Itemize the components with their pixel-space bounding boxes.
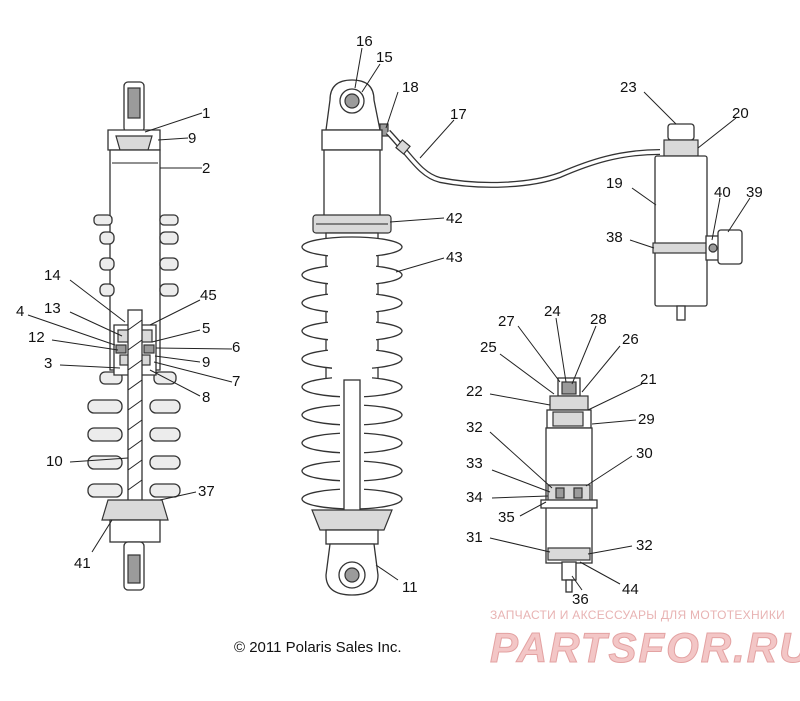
callout-19: 19	[606, 175, 623, 192]
cutaway-shock	[87, 81, 181, 591]
callout-32b: 32	[636, 537, 653, 554]
callout-23: 23	[620, 79, 637, 96]
watermark-tagline: ЗАПЧАСТИ И АКСЕССУАРЫ ДЛЯ МОТОТЕХНИКИ	[490, 608, 785, 622]
callout-38: 38	[606, 229, 623, 246]
callout-33: 33	[466, 455, 483, 472]
callout-2: 2	[202, 160, 210, 177]
callout-26: 26	[622, 331, 639, 348]
callout-labels: 1 9 2 14 45 13 4 5 12 6 9 3 7 8 10 37 41…	[16, 33, 763, 608]
watermark: ЗАПЧАСТИ И АКСЕССУАРЫ ДЛЯ МОТОТЕХНИКИ PA…	[490, 608, 800, 672]
callout-44: 44	[622, 581, 639, 598]
callout-6: 6	[232, 339, 240, 356]
callout-27: 27	[498, 313, 515, 330]
callout-37: 37	[198, 483, 215, 500]
callout-35: 35	[498, 509, 515, 526]
callout-29: 29	[638, 411, 655, 428]
callout-40: 40	[714, 184, 731, 201]
leader-lines	[27, 47, 751, 591]
callout-21: 21	[640, 371, 657, 388]
callout-20: 20	[732, 105, 749, 122]
callout-17: 17	[450, 106, 467, 123]
assembled-shock	[301, 79, 403, 596]
callout-36: 36	[572, 591, 589, 608]
callout-16: 16	[356, 33, 373, 50]
callout-28: 28	[590, 311, 607, 328]
callout-34: 34	[466, 489, 483, 506]
callout-9: 9	[188, 130, 196, 147]
callout-11: 11	[402, 579, 418, 596]
callout-42: 42	[446, 210, 463, 227]
callout-1: 1	[202, 105, 210, 122]
callout-14: 14	[44, 267, 61, 284]
callout-25: 25	[480, 339, 497, 356]
callout-22: 22	[466, 383, 483, 400]
callout-5: 5	[202, 320, 210, 337]
callout-31: 31	[466, 529, 483, 546]
callout-3: 3	[44, 355, 52, 372]
callout-39: 39	[746, 184, 763, 201]
callout-30: 30	[636, 445, 653, 462]
callout-13: 13	[44, 300, 61, 317]
callout-8: 8	[202, 389, 210, 406]
callout-15: 15	[376, 49, 393, 66]
callout-12: 12	[28, 329, 45, 346]
watermark-brand: PARTSFOR.RU	[490, 624, 800, 671]
callout-4: 4	[16, 303, 24, 320]
copyright-text: © 2011 Polaris Sales Inc.	[234, 639, 402, 656]
reservoir-cutaway	[540, 377, 598, 593]
reservoir	[652, 123, 743, 321]
callout-32: 32	[466, 419, 483, 436]
callout-41: 41	[74, 555, 91, 572]
callout-10: 10	[46, 453, 63, 470]
callout-45: 45	[200, 287, 217, 304]
callout-18: 18	[402, 79, 419, 96]
callout-43: 43	[446, 249, 463, 266]
callout-7: 7	[232, 373, 240, 390]
callout-9b: 9	[202, 354, 210, 371]
callout-24: 24	[544, 303, 561, 320]
